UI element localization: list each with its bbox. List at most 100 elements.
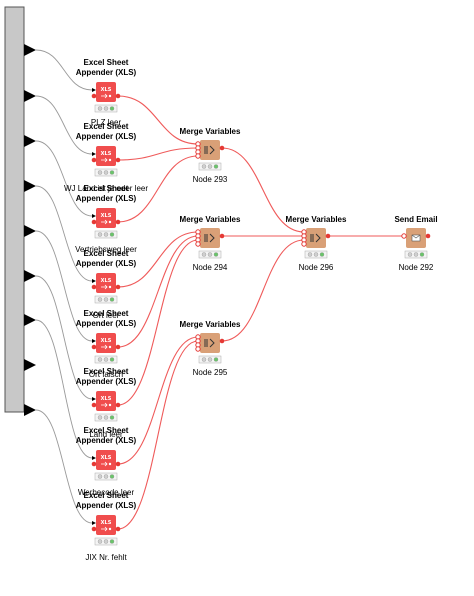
node-label[interactable]: Land leer: [89, 430, 123, 439]
append-arrow-icon: [101, 526, 108, 532]
status-light-green: [109, 170, 115, 175]
flow-var-input-port[interactable]: [91, 157, 97, 163]
input-port[interactable]: [92, 214, 96, 218]
node-body[interactable]: [306, 228, 326, 248]
flow-var-output-port[interactable]: [115, 284, 121, 290]
node-label[interactable]: Node 293: [193, 175, 228, 184]
node-body[interactable]: [200, 228, 220, 248]
flow-var-output-port[interactable]: [115, 219, 121, 225]
status-light-green: [319, 252, 325, 257]
node-body[interactable]: [96, 391, 116, 411]
node-label[interactable]: Node 296: [299, 263, 334, 272]
source-output-port-6[interactable]: [24, 270, 36, 282]
flow-var-input-port[interactable]: [91, 344, 97, 350]
node-label[interactable]: Node 295: [193, 368, 228, 377]
input-port[interactable]: [92, 152, 96, 156]
status-light-green: [109, 474, 115, 479]
flow-var-output-port[interactable]: [219, 233, 225, 239]
flow-var-output-port[interactable]: [115, 402, 121, 408]
dot-icon: [108, 94, 112, 98]
node-label[interactable]: WJ Land ist ja oder leer: [64, 184, 148, 193]
node-body[interactable]: [96, 82, 116, 102]
node-body[interactable]: [96, 208, 116, 228]
merge-icon: [204, 145, 215, 155]
source-block[interactable]: [4, 6, 36, 416]
node-label[interactable]: Vertriebsweg leer: [75, 245, 137, 254]
status-light-red: [201, 164, 207, 169]
flow-var-output-port[interactable]: [115, 461, 121, 467]
status-light-red: [97, 357, 103, 362]
flow-variable-connection-2: [117, 147, 199, 161]
flow-var-input-port-4[interactable]: [195, 241, 201, 247]
flow-var-input-port[interactable]: [91, 219, 97, 225]
node-body[interactable]: [96, 273, 116, 293]
node-label[interactable]: Ort falsch: [89, 370, 123, 379]
node-label[interactable]: PLZ leer: [91, 118, 122, 127]
merge-icon: [204, 338, 215, 348]
node-label[interactable]: Werbecode leer: [78, 488, 135, 497]
source-output-port-8[interactable]: [24, 359, 36, 371]
flow-var-input-port[interactable]: [91, 461, 97, 467]
xls-icon: XLS: [101, 151, 112, 157]
flow-var-input-port[interactable]: [91, 402, 97, 408]
flow-var-output-port[interactable]: [325, 233, 331, 239]
flow-variable-connection-7: [117, 336, 199, 465]
flow-var-input-port-4[interactable]: [195, 153, 201, 159]
source-output-port-4[interactable]: [24, 180, 36, 192]
flow-var-output-port[interactable]: [219, 145, 225, 151]
flow-var-input-port-4[interactable]: [195, 346, 201, 352]
input-port[interactable]: [92, 88, 96, 92]
input-port[interactable]: [92, 521, 96, 525]
flow-var-output-port[interactable]: [115, 157, 121, 163]
status-light-yellow: [103, 539, 109, 544]
source-output-port-2[interactable]: [24, 90, 36, 102]
input-port[interactable]: [92, 339, 96, 343]
flow-var-input-port[interactable]: [91, 526, 97, 532]
node-body[interactable]: [96, 515, 116, 535]
input-port[interactable]: [92, 397, 96, 401]
source-output-port-1[interactable]: [24, 44, 36, 56]
flow-var-output-port[interactable]: [115, 93, 121, 99]
node-label[interactable]: Ort leer: [93, 311, 120, 320]
append-arrow-icon: [101, 219, 108, 225]
node-body[interactable]: [200, 140, 220, 160]
node-label[interactable]: Node 294: [193, 263, 228, 272]
flow-var-input-port[interactable]: [401, 233, 407, 239]
node-body[interactable]: [200, 333, 220, 353]
flow-var-output-port[interactable]: [115, 344, 121, 350]
flow-var-input-port[interactable]: [91, 93, 97, 99]
source-output-port-7[interactable]: [24, 314, 36, 326]
node-body[interactable]: [96, 146, 116, 166]
source-output-port-5[interactable]: [24, 225, 36, 237]
node-body[interactable]: [96, 333, 116, 353]
node-title-line-1: Excel Sheet: [84, 367, 129, 376]
source-output-port-9[interactable]: [24, 404, 36, 416]
node-title: Merge Variables: [180, 215, 241, 224]
flow-var-input-port-4[interactable]: [301, 241, 307, 247]
input-port[interactable]: [92, 279, 96, 283]
input-port[interactable]: [92, 456, 96, 460]
data-connection-6: [35, 275, 93, 400]
flow-var-output-port[interactable]: [219, 338, 225, 344]
node-label[interactable]: JIX Nr. fehlt: [85, 553, 127, 562]
node-label[interactable]: Node 292: [399, 263, 434, 272]
flow-var-output-port[interactable]: [115, 526, 121, 532]
flow-variable-connection-8: [117, 340, 199, 530]
flow-var-input-port[interactable]: [91, 284, 97, 290]
flow-var-output-port[interactable]: [425, 233, 431, 239]
node-body[interactable]: [96, 450, 116, 470]
source-output-port-3[interactable]: [24, 135, 36, 147]
